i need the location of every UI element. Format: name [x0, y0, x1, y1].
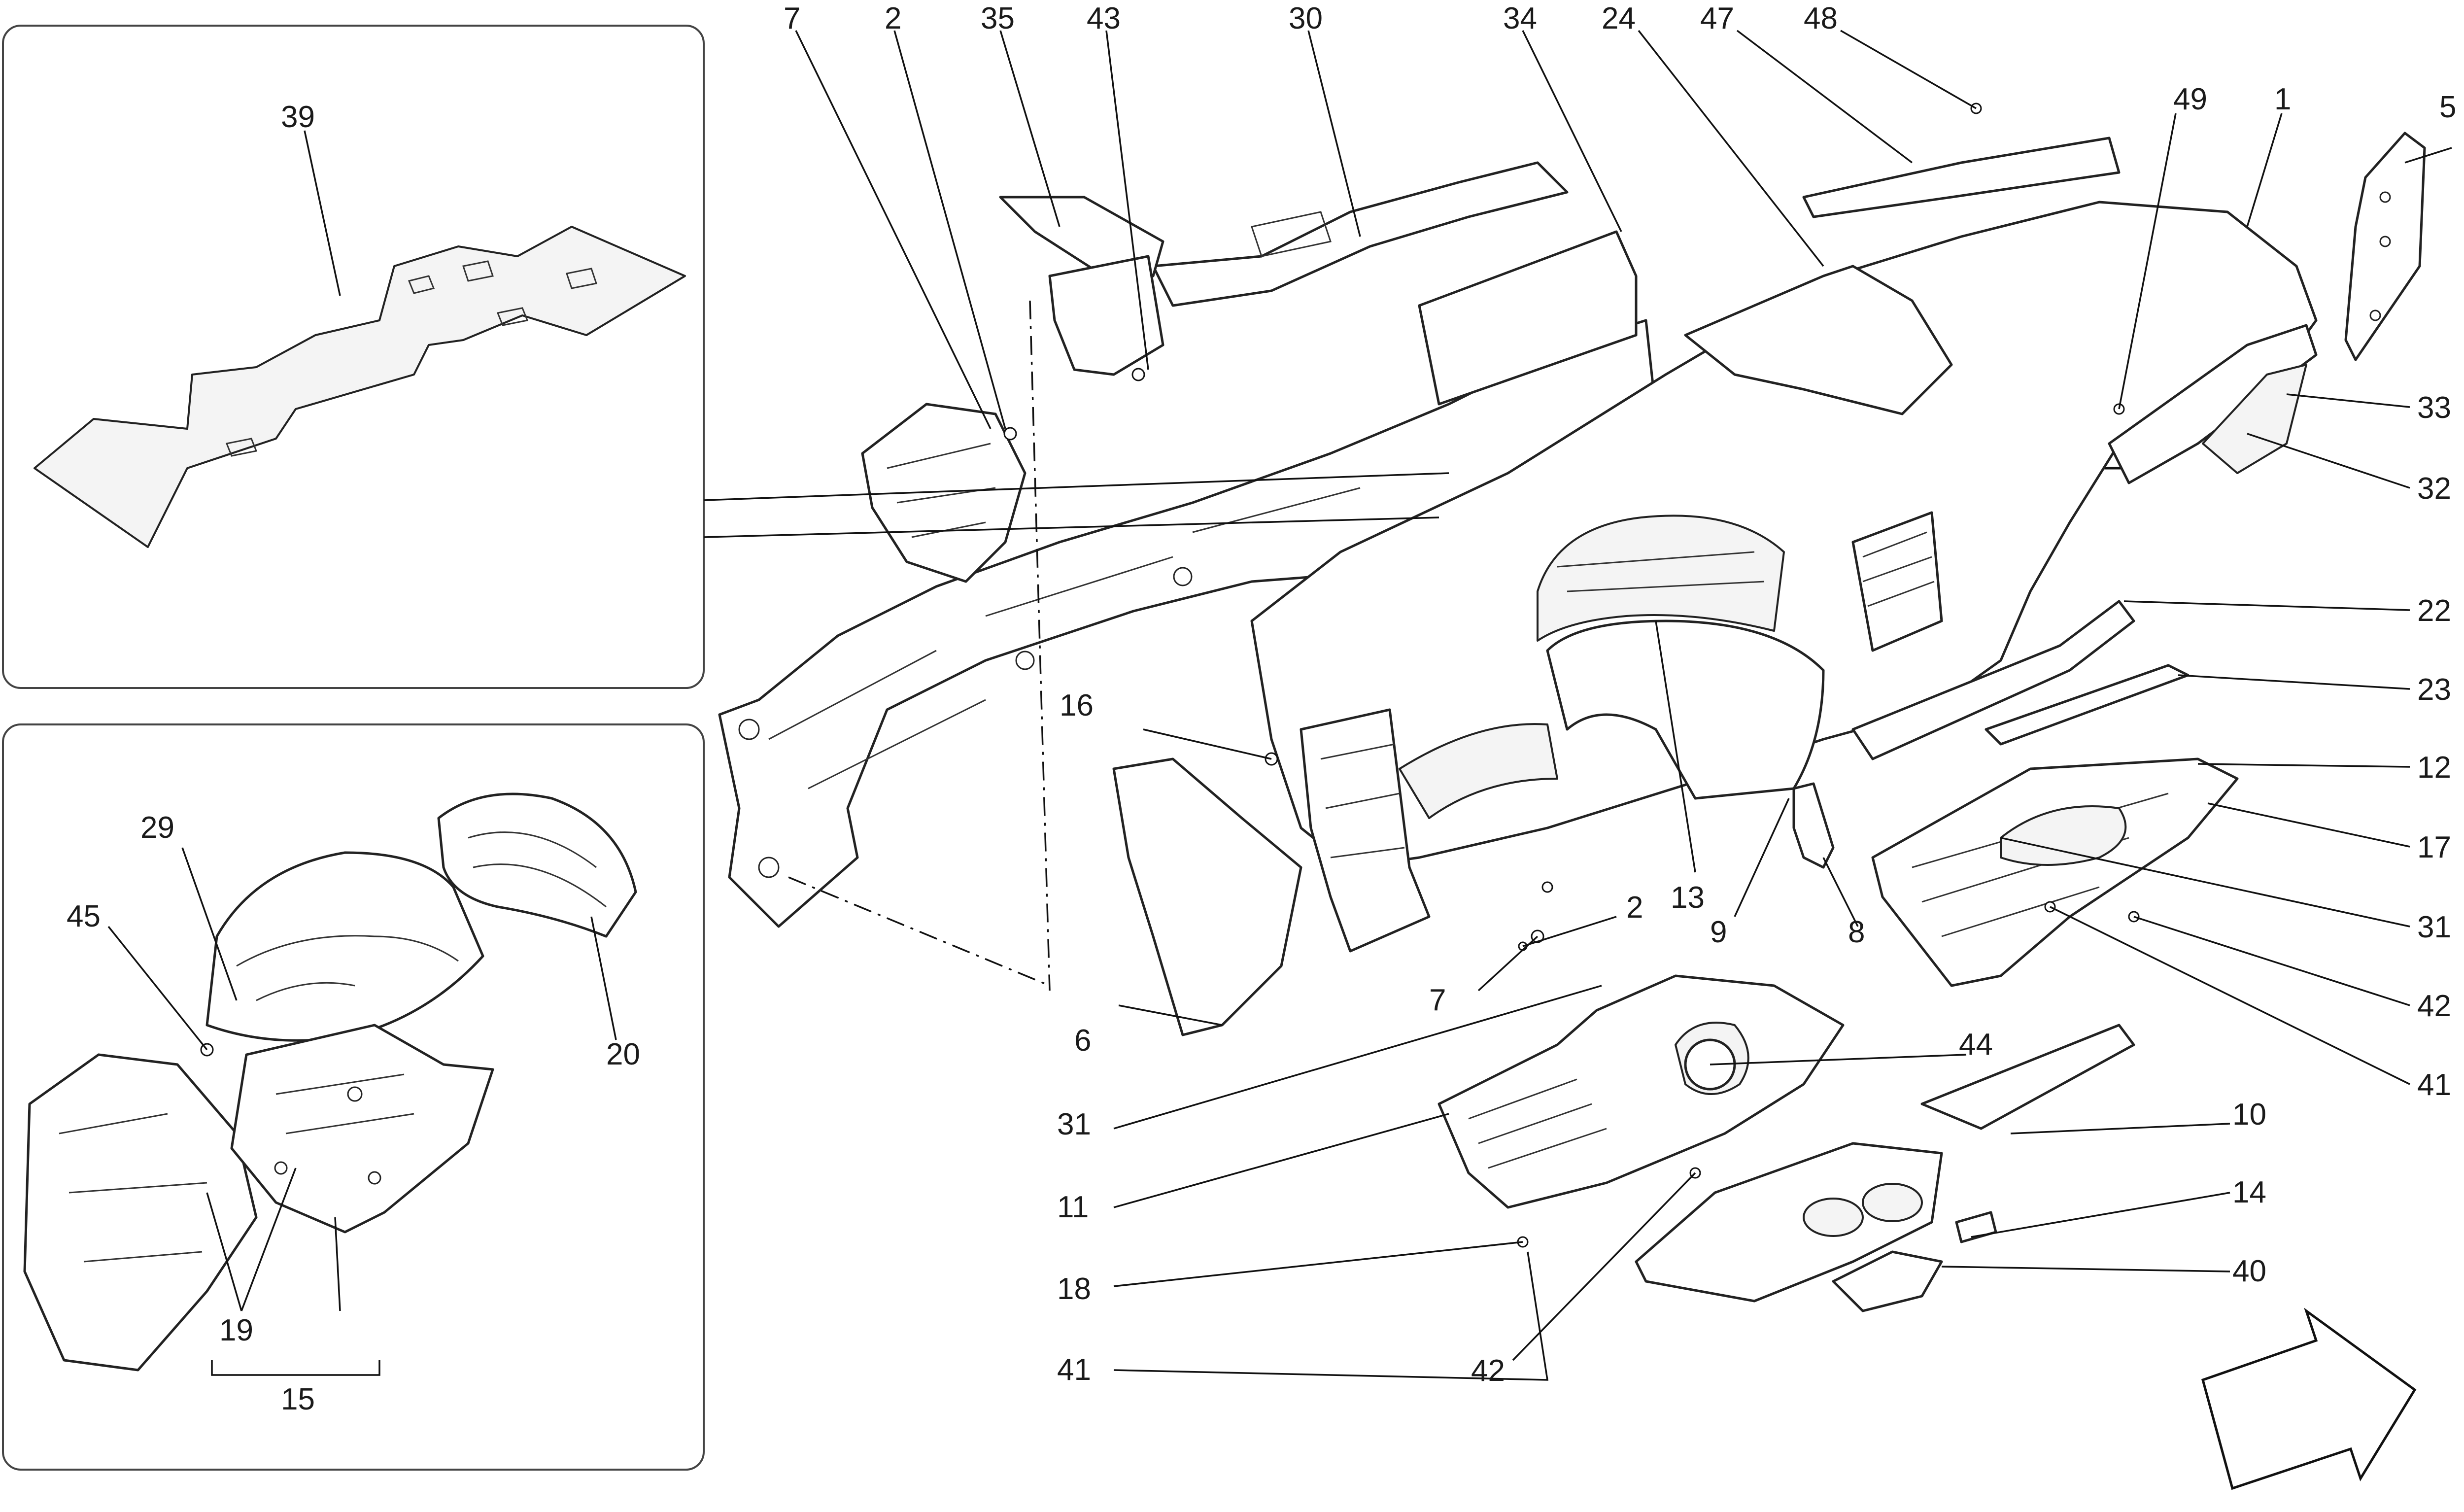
- callout-18: 18: [1057, 1272, 1091, 1306]
- callout-11: 11: [1057, 1190, 1089, 1224]
- part-vent-14: [1955, 1211, 1997, 1243]
- callout-5: 5: [2439, 90, 2456, 124]
- callout-9: 9: [1710, 915, 1727, 949]
- leader-lines: [107, 30, 2452, 1381]
- callout-49: 49: [2173, 82, 2207, 116]
- callout-22: 22: [2417, 594, 2451, 628]
- main-assembly: [718, 103, 2426, 1490]
- part-pedal-bracket: [861, 403, 1027, 583]
- part-bracket-8: [1792, 782, 1835, 869]
- callout-15: 15: [281, 1382, 315, 1416]
- callout-7-top: 7: [784, 1, 800, 35]
- part-glove-box: [1871, 757, 2239, 987]
- callout-42-right: 42: [2417, 989, 2451, 1023]
- part-trim-22: [1851, 600, 2135, 760]
- callout-2-top: 2: [885, 1, 901, 35]
- part-trim-strip: [1802, 137, 2121, 218]
- callout-31-right: 31: [2417, 910, 2451, 944]
- callout-17: 17: [2417, 830, 2451, 864]
- part-tunnel-trim: [1920, 1024, 2135, 1130]
- callout-23: 23: [2417, 673, 2451, 707]
- part-side-vent: [2108, 324, 2318, 484]
- callout-labels: 7 2 35 43 30 34 24 47 48 49 1 5 39 33 32…: [67, 1, 2456, 1416]
- part-lower-cowl: [23, 1053, 258, 1372]
- callout-33: 33: [2417, 391, 2451, 425]
- callout-24: 24: [1602, 1, 1636, 35]
- part-knee-opening: [1399, 723, 1558, 819]
- callout-8: 8: [1848, 915, 1865, 949]
- part-vent-trim: [2202, 364, 2307, 474]
- callout-47: 47: [1700, 1, 1734, 35]
- callout-2-mid: 2: [1626, 891, 1643, 925]
- inset-panel-insulation: [2, 25, 705, 689]
- callout-19: 19: [219, 1313, 253, 1347]
- part-upper-cowl: [205, 851, 484, 1042]
- inset-panel-steering-column: [2, 416, 2130, 1471]
- callout-1: 1: [2274, 82, 2291, 116]
- part-bracket-35: [999, 196, 1164, 277]
- part-bracket-43: [1048, 255, 1164, 376]
- part-bezel-40: [1832, 1250, 1943, 1312]
- callout-30: 30: [1289, 1, 1323, 35]
- part-column-opening: [1546, 619, 1825, 800]
- part-lower-structure: [1300, 708, 1431, 953]
- callout-43: 43: [1087, 1, 1121, 35]
- direction-arrow-right: [2201, 1307, 2417, 1490]
- callout-13: 13: [1671, 881, 1705, 915]
- callout-32: 32: [2417, 472, 2451, 506]
- callout-41-right: 41: [2417, 1068, 2451, 1102]
- part-cluster-opening: [1537, 515, 1785, 642]
- part-insulation-mat: [34, 226, 686, 548]
- part-column-shroud-ring: [437, 792, 637, 938]
- callout-34: 34: [1503, 1, 1537, 35]
- callout-6: 6: [1074, 1024, 1091, 1058]
- callout-10: 10: [2232, 1098, 2266, 1132]
- callout-41-left: 41: [1057, 1353, 1091, 1387]
- part-bracket-34: [1418, 230, 1638, 406]
- callout-44: 44: [1959, 1028, 1993, 1062]
- callout-42-bottom: 42: [1471, 1354, 1505, 1388]
- part-column-bracket: [230, 1024, 494, 1234]
- callout-12: 12: [2417, 751, 2451, 785]
- callout-20: 20: [606, 1037, 640, 1071]
- callout-40: 40: [2232, 1254, 2266, 1288]
- callout-35: 35: [981, 1, 1015, 35]
- callout-45: 45: [67, 899, 101, 933]
- callout-29: 29: [140, 811, 174, 845]
- callout-16: 16: [1060, 688, 1094, 722]
- callout-39: 39: [281, 100, 315, 134]
- part-top-pad: [1684, 265, 1953, 415]
- part-rear-console: [1635, 1142, 1943, 1303]
- callout-7-mid: 7: [1429, 983, 1446, 1017]
- callout-14: 14: [2232, 1175, 2266, 1209]
- part-side-panel-6: [1112, 757, 1302, 1036]
- part-center-vent: [1851, 511, 1943, 652]
- callout-31-left: 31: [1057, 1107, 1091, 1141]
- callout-48: 48: [1804, 1, 1838, 35]
